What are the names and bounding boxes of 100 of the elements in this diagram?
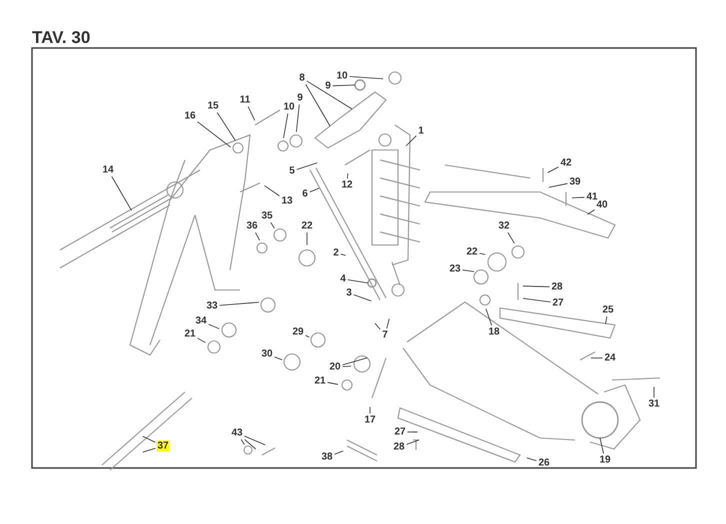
leader-line bbox=[347, 173, 348, 179]
leader-line bbox=[305, 335, 310, 338]
callout-number: 16 bbox=[183, 110, 197, 122]
leader-line bbox=[547, 166, 559, 174]
leader-line bbox=[605, 316, 608, 324]
leader-line bbox=[587, 210, 595, 215]
callout-number: 15 bbox=[206, 100, 220, 112]
callout-number: 38 bbox=[320, 452, 334, 462]
callout-number: 7 bbox=[381, 330, 389, 340]
leader-line bbox=[208, 324, 220, 330]
callout-number: 24 bbox=[603, 352, 617, 364]
callout-number: 14 bbox=[101, 164, 115, 176]
callout-number: 18 bbox=[487, 326, 501, 338]
leader-line bbox=[305, 84, 330, 126]
callout-number: 32 bbox=[497, 220, 511, 232]
callout-number: 31 bbox=[647, 398, 661, 410]
callout-number: 5 bbox=[288, 166, 296, 176]
leader-line bbox=[342, 366, 352, 367]
leader-line bbox=[255, 232, 260, 241]
callout-number: 25 bbox=[601, 304, 615, 316]
callout-number: 10 bbox=[335, 70, 349, 82]
leader-line bbox=[142, 436, 156, 443]
leader-line bbox=[526, 457, 537, 462]
leader-line bbox=[111, 176, 132, 211]
leader-line bbox=[219, 302, 260, 306]
leader-line bbox=[306, 232, 308, 246]
leader-line bbox=[342, 357, 368, 366]
callout-number: 9 bbox=[296, 92, 304, 104]
callout-number: 21 bbox=[183, 328, 197, 340]
callout-number: 9 bbox=[324, 80, 332, 92]
callout-number: 41 bbox=[585, 192, 599, 202]
leader-line bbox=[248, 106, 256, 121]
callout-number: 10 bbox=[282, 102, 296, 112]
callout-number: 35 bbox=[260, 210, 274, 222]
leader-line bbox=[327, 382, 338, 385]
callout-number: 30 bbox=[260, 348, 274, 360]
leader-line bbox=[332, 84, 356, 86]
seal-ring-circle bbox=[367, 278, 377, 288]
leader-line bbox=[406, 440, 420, 445]
leader-line bbox=[274, 356, 283, 360]
callout-number: 17 bbox=[363, 414, 377, 426]
leader-line bbox=[296, 104, 300, 132]
leader-line bbox=[572, 196, 585, 198]
leader-line bbox=[240, 439, 245, 445]
callout-number: 28 bbox=[550, 282, 564, 292]
swingarm-hub-circle bbox=[581, 401, 619, 439]
callout-number: 11 bbox=[238, 94, 252, 106]
callout-number: 12 bbox=[340, 180, 354, 190]
callout-number: 29 bbox=[291, 326, 305, 338]
callout-number: 34 bbox=[194, 316, 208, 326]
callout-number: 33 bbox=[205, 300, 219, 312]
leader-line bbox=[353, 294, 372, 302]
leader-line bbox=[244, 436, 266, 446]
leader-line bbox=[197, 121, 232, 148]
callout-number: 37 bbox=[156, 440, 170, 452]
leader-line bbox=[264, 185, 280, 196]
screw-drawing bbox=[412, 439, 420, 451]
callout-number: 23 bbox=[448, 264, 462, 274]
callout-number: 2 bbox=[332, 248, 340, 258]
leader-line bbox=[522, 298, 551, 302]
callout-number: 27 bbox=[393, 426, 407, 438]
bearing-circle bbox=[354, 79, 366, 91]
leader-line bbox=[349, 76, 384, 80]
leader-line bbox=[479, 253, 486, 255]
leader-line bbox=[309, 188, 320, 192]
callout-number: 39 bbox=[568, 176, 582, 188]
page-title: TAV. 30 bbox=[32, 28, 90, 48]
callout-number: 4 bbox=[339, 274, 347, 284]
callout-number: 19 bbox=[598, 454, 612, 466]
leader-line bbox=[216, 112, 236, 141]
leader-line bbox=[334, 450, 344, 455]
leader-line bbox=[347, 279, 368, 284]
callout-number: 20 bbox=[328, 362, 342, 372]
leader-line bbox=[374, 322, 381, 330]
leader-line bbox=[406, 135, 417, 146]
leader-line bbox=[283, 113, 288, 138]
callout-number: 43 bbox=[230, 428, 244, 438]
leader-line bbox=[142, 448, 156, 453]
callout-number: 22 bbox=[465, 246, 479, 258]
leader-line bbox=[462, 270, 474, 272]
leader-line bbox=[270, 222, 275, 229]
callout-number: 28 bbox=[392, 442, 406, 452]
callout-number: 40 bbox=[595, 200, 609, 210]
leader-line bbox=[548, 183, 568, 188]
leader-line bbox=[508, 232, 515, 244]
leader-line bbox=[486, 308, 492, 326]
rocker-arm-drawing bbox=[314, 91, 387, 149]
callout-number: 26 bbox=[537, 458, 551, 468]
callout-number: 6 bbox=[301, 188, 309, 200]
callout-number: 27 bbox=[551, 298, 565, 308]
callout-number: 13 bbox=[280, 196, 294, 206]
callout-number: 1 bbox=[417, 126, 425, 136]
callout-number: 36 bbox=[245, 220, 259, 232]
leader-line bbox=[600, 438, 604, 454]
callout-number: 21 bbox=[313, 376, 327, 386]
leader-line bbox=[244, 439, 256, 450]
callout-number: 42 bbox=[559, 158, 573, 168]
leader-line bbox=[296, 162, 318, 170]
leader-line bbox=[386, 318, 390, 329]
leader-line bbox=[340, 254, 346, 256]
